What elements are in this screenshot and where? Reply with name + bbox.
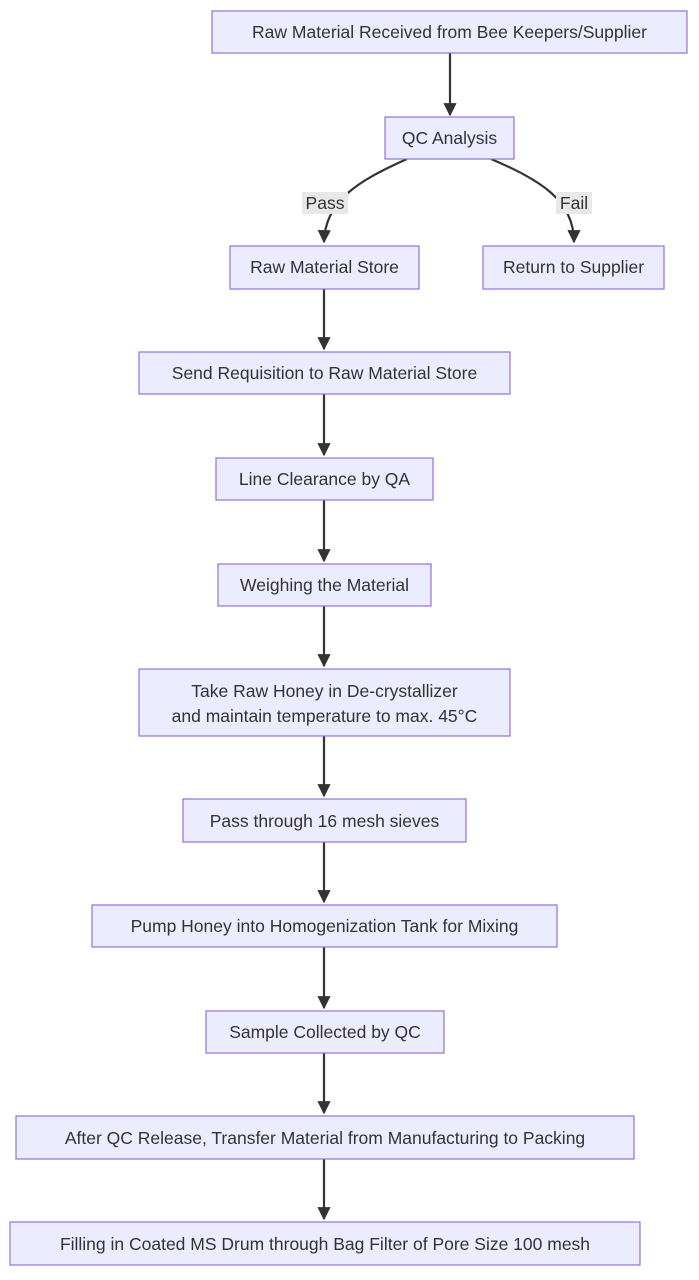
edge-qc-to-return-fail (490, 157, 581, 244)
node-qc-analysis: QC Analysis (384, 116, 515, 160)
node-line-clearance-label: Line Clearance by QA (239, 469, 411, 489)
node-transfer-material-label: After QC Release, Transfer Material from… (65, 1128, 585, 1148)
node-qc-analysis-label: QC Analysis (402, 128, 498, 148)
node-decrystallizer: Take Raw Honey in De-crystallizer and ma… (138, 668, 511, 737)
node-decrystallizer-label-line1: Take Raw Honey in De-crystallizer (191, 681, 458, 701)
node-filling-drum-label: Filling in Coated MS Drum through Bag Fi… (60, 1234, 590, 1254)
node-pump-honey-label: Pump Honey into Homogenization Tank for … (131, 916, 519, 936)
node-raw-material-received-label: Raw Material Received from Bee Keepers/S… (252, 22, 647, 42)
node-send-requisition-label: Send Requisition to Raw Material Store (172, 363, 477, 383)
edge-label-pass: Pass (302, 192, 348, 214)
node-pass-sieves-label: Pass through 16 mesh sieves (210, 811, 440, 831)
node-filling-drum: Filling in Coated MS Drum through Bag Fi… (9, 1221, 641, 1266)
node-return-to-supplier-label: Return to Supplier (503, 257, 644, 277)
edge-label-pass-text: Pass (306, 193, 345, 213)
node-sample-collected-label: Sample Collected by QC (229, 1022, 421, 1042)
node-pump-honey: Pump Honey into Homogenization Tank for … (91, 904, 558, 948)
node-raw-material-received: Raw Material Received from Bee Keepers/S… (211, 10, 688, 54)
node-line-clearance: Line Clearance by QA (215, 457, 434, 501)
node-transfer-material: After QC Release, Transfer Material from… (15, 1115, 635, 1160)
node-pass-sieves: Pass through 16 mesh sieves (182, 798, 467, 843)
node-weighing-label: Weighing the Material (240, 575, 409, 595)
node-sample-collected: Sample Collected by QC (205, 1010, 445, 1054)
node-weighing: Weighing the Material (217, 563, 432, 607)
node-send-requisition: Send Requisition to Raw Material Store (138, 351, 511, 395)
node-raw-material-store-label: Raw Material Store (250, 257, 399, 277)
edge-label-fail: Fail (556, 192, 592, 214)
edge-label-fail-text: Fail (560, 193, 588, 213)
node-decrystallizer-label-line2: and maintain temperature to max. 45°C (172, 706, 478, 726)
node-return-to-supplier: Return to Supplier (482, 245, 665, 290)
edge-qc-to-store-pass (317, 157, 408, 244)
node-raw-material-store: Raw Material Store (229, 245, 420, 290)
